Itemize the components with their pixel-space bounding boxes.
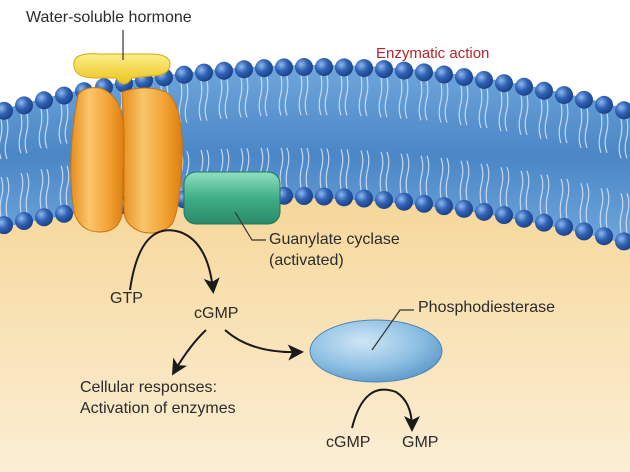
label-gmp: GMP	[402, 434, 439, 451]
phospholipid-head-inner	[595, 227, 613, 246]
phosphodiesterase-enzyme	[309, 319, 443, 383]
label-guanylate-activated: (activated)	[269, 252, 344, 269]
phospholipid-head-outer	[415, 63, 433, 82]
phospholipid-head-inner	[315, 187, 333, 206]
phospholipid-head-inner	[535, 213, 553, 232]
phospholipid-head-outer	[295, 58, 313, 77]
phospholipid-head-inner	[375, 190, 393, 209]
phospholipid-head-outer	[515, 77, 533, 96]
phospholipid-head-inner	[55, 204, 73, 223]
label-water-soluble-hormone: Water-soluble hormone	[26, 9, 192, 26]
phospholipid-head-inner	[415, 194, 433, 213]
phospholipid-head-inner	[435, 197, 453, 216]
phospholipid-head-outer	[255, 59, 273, 78]
hormone-molecule	[73, 53, 171, 85]
phospholipid-head-inner	[295, 186, 313, 205]
phospholipid-head-inner	[335, 188, 353, 207]
phosphodiesterase-leader	[371, 309, 414, 351]
phospholipid-head-inner	[35, 208, 53, 227]
arrow-cgmp-to-responses	[171, 329, 207, 376]
arrow-cgmp-to-pde	[224, 329, 304, 361]
phospholipid-head-outer	[435, 65, 453, 84]
phospholipid-head-outer	[335, 58, 353, 77]
phospholipid-head-outer	[175, 65, 193, 84]
guanylate-cyclase	[183, 171, 281, 225]
phospholipid-head-outer	[195, 63, 213, 82]
phospholipid-head-outer	[315, 58, 333, 77]
phospholipid-head-inner	[355, 189, 373, 208]
arrow-gtp-to-cgmp	[129, 229, 220, 294]
phospholipid-head-outer	[275, 58, 293, 77]
label-phosphodiesterase: Phosphodiesterase	[418, 299, 555, 316]
phospholipid-head-inner	[555, 217, 573, 236]
arrow-cgmp-to-gmp	[351, 388, 420, 432]
label-cellular-responses: Cellular responses:	[80, 379, 217, 396]
phospholipid-head-inner	[0, 216, 13, 235]
phospholipid-head-outer	[355, 59, 373, 78]
phospholipid-head-inner	[15, 212, 33, 231]
phospholipid-head-outer	[235, 60, 253, 79]
label-enzymatic-action: Enzymatic action	[376, 45, 490, 62]
label-cgmp-bottom: cGMP	[326, 434, 371, 451]
phospholipid-head-inner	[515, 209, 533, 228]
phospholipid-head-inner	[495, 206, 513, 225]
phospholipid-head-outer	[35, 91, 53, 110]
phospholipid-head-inner	[475, 202, 493, 221]
phospholipid-head-inner	[615, 232, 630, 251]
phospholipid-head-outer	[15, 96, 33, 115]
phospholipid-head-outer	[395, 61, 413, 80]
phospholipid-head-outer	[615, 101, 630, 120]
label-activation-of-enzymes: Activation of enzymes	[80, 400, 236, 417]
phospholipid-head-inner	[575, 222, 593, 241]
receptor-protein	[70, 87, 183, 234]
phospholipid-head-outer	[55, 86, 73, 105]
phospholipid-head-inner	[395, 192, 413, 211]
phospholipid-head-outer	[215, 61, 233, 80]
phospholipid-head-outer	[535, 81, 553, 100]
label-gtp: GTP	[110, 290, 143, 307]
guanylate-leader	[234, 211, 266, 241]
phospholipid-head-outer	[475, 70, 493, 89]
phospholipid-head-outer	[555, 86, 573, 105]
phospholipid-head-outer	[0, 101, 13, 120]
phospholipid-head-outer	[455, 68, 473, 87]
phospholipid-head-outer	[595, 95, 613, 114]
phospholipid-head-outer	[375, 60, 393, 79]
label-cgmp-center: cGMP	[194, 305, 239, 322]
label-guanylate-cyclase: Guanylate cyclase	[269, 231, 400, 248]
phospholipid-head-inner	[455, 199, 473, 218]
phospholipid-head-outer	[575, 90, 593, 109]
phospholipid-head-outer	[495, 74, 513, 93]
